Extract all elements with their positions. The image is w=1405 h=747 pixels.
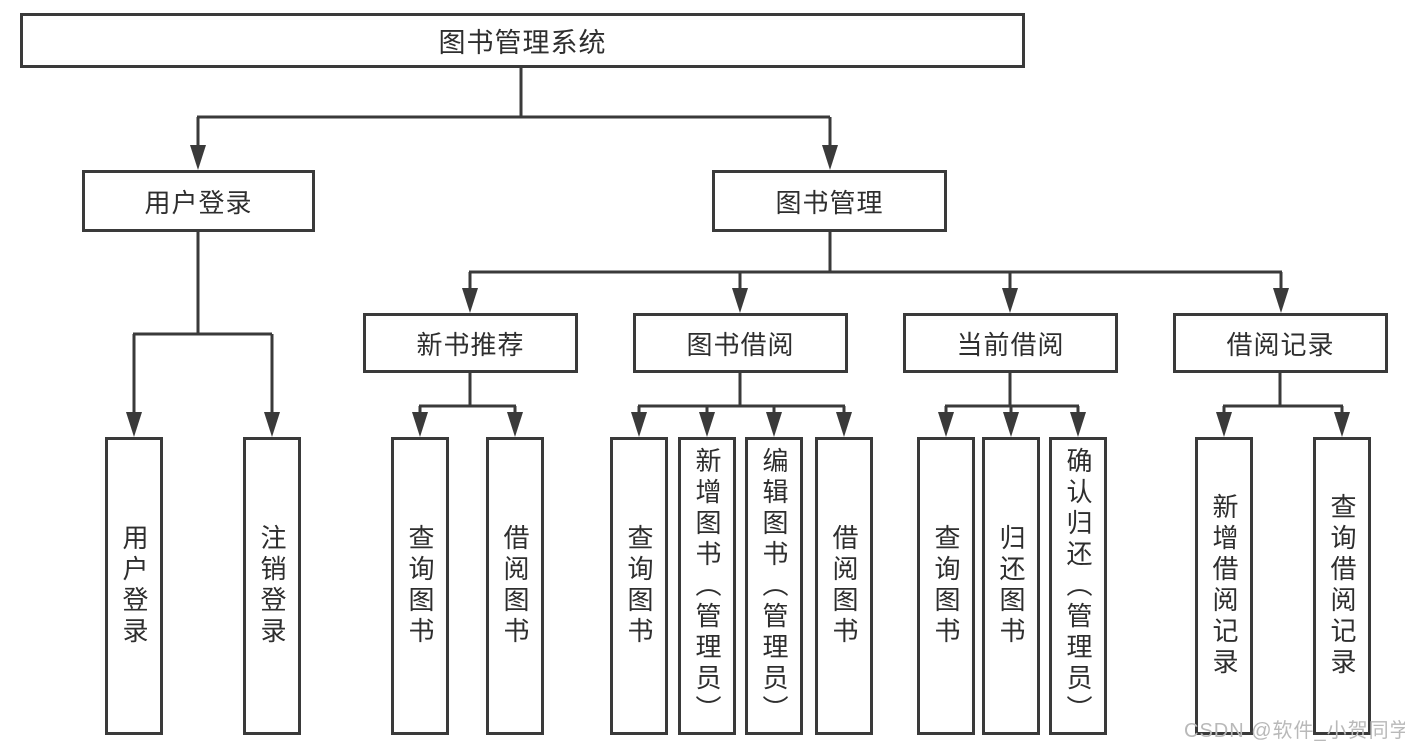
leaf-label: 查询借阅记录 [1327, 493, 1357, 679]
leaf-borrow-books-borrowing: 借阅图书 [815, 437, 873, 735]
watermark: CSDN @软件_小贺同学 [1184, 720, 1405, 742]
leaf-query-borrow-record: 查询借阅记录 [1313, 437, 1371, 735]
node-book-borrowing: 图书借阅 [633, 313, 848, 373]
leaf-label: 用户登录 [119, 524, 149, 648]
node-new-book-recommend: 新书推荐 [363, 313, 578, 373]
node-book-management: 图书管理 [712, 170, 947, 232]
leaf-label: 查询图书 [624, 524, 654, 648]
node-borrow-records: 借阅记录 [1173, 313, 1388, 373]
leaf-user-login: 用户登录 [105, 437, 163, 735]
leaf-label: 新增借阅记录 [1209, 493, 1239, 679]
leaf-confirm-return-admin: 确认归还（管理员） [1049, 437, 1107, 735]
wire-borrowing-branch [637, 373, 846, 414]
wire-current-branch [944, 373, 1080, 414]
leaf-query-books-borrowing: 查询图书 [610, 437, 668, 735]
wire-recommend-branch [418, 373, 517, 414]
leaf-label: 借阅图书 [500, 524, 530, 648]
wire-records-branch [1222, 373, 1344, 414]
leaf-query-books-current: 查询图书 [917, 437, 975, 735]
leaf-edit-books-admin: 编辑图书（管理员） [745, 437, 803, 735]
leaf-label: 归还图书 [996, 524, 1026, 648]
leaf-add-books-admin: 新增图书（管理员） [678, 437, 736, 735]
leaf-label: 编辑图书（管理员） [759, 446, 789, 726]
arrowheads-borrowing [631, 412, 852, 437]
wire-book-mgmt-branch [468, 232, 1283, 290]
node-current-borrowing: 当前借阅 [903, 313, 1118, 373]
arrowheads-records [1216, 412, 1350, 437]
leaf-label: 查询图书 [405, 524, 435, 648]
leaf-borrow-books-recommend: 借阅图书 [486, 437, 544, 735]
leaf-label: 新增图书（管理员） [692, 446, 722, 726]
leaf-label: 借阅图书 [829, 524, 859, 648]
node-root: 图书管理系统 [20, 13, 1025, 68]
leaf-query-books-recommend: 查询图书 [391, 437, 449, 735]
arrowheads-level2 [190, 145, 838, 170]
node-user-login: 用户登录 [82, 170, 315, 232]
leaf-label: 确认归还（管理员） [1063, 446, 1093, 726]
leaf-add-borrow-record: 新增借阅记录 [1195, 437, 1253, 735]
wire-root-to-level2 [196, 68, 832, 147]
leaf-label: 查询图书 [931, 524, 961, 648]
arrowheads-recommend [412, 412, 523, 437]
leaf-logout: 注销登录 [243, 437, 301, 735]
arrowheads-current [938, 412, 1086, 437]
arrowheads-user-login [126, 412, 280, 437]
arrowheads-level3 [462, 288, 1289, 313]
wire-user-login-branch [132, 232, 274, 414]
leaf-return-books: 归还图书 [982, 437, 1040, 735]
leaf-label: 注销登录 [257, 524, 287, 648]
